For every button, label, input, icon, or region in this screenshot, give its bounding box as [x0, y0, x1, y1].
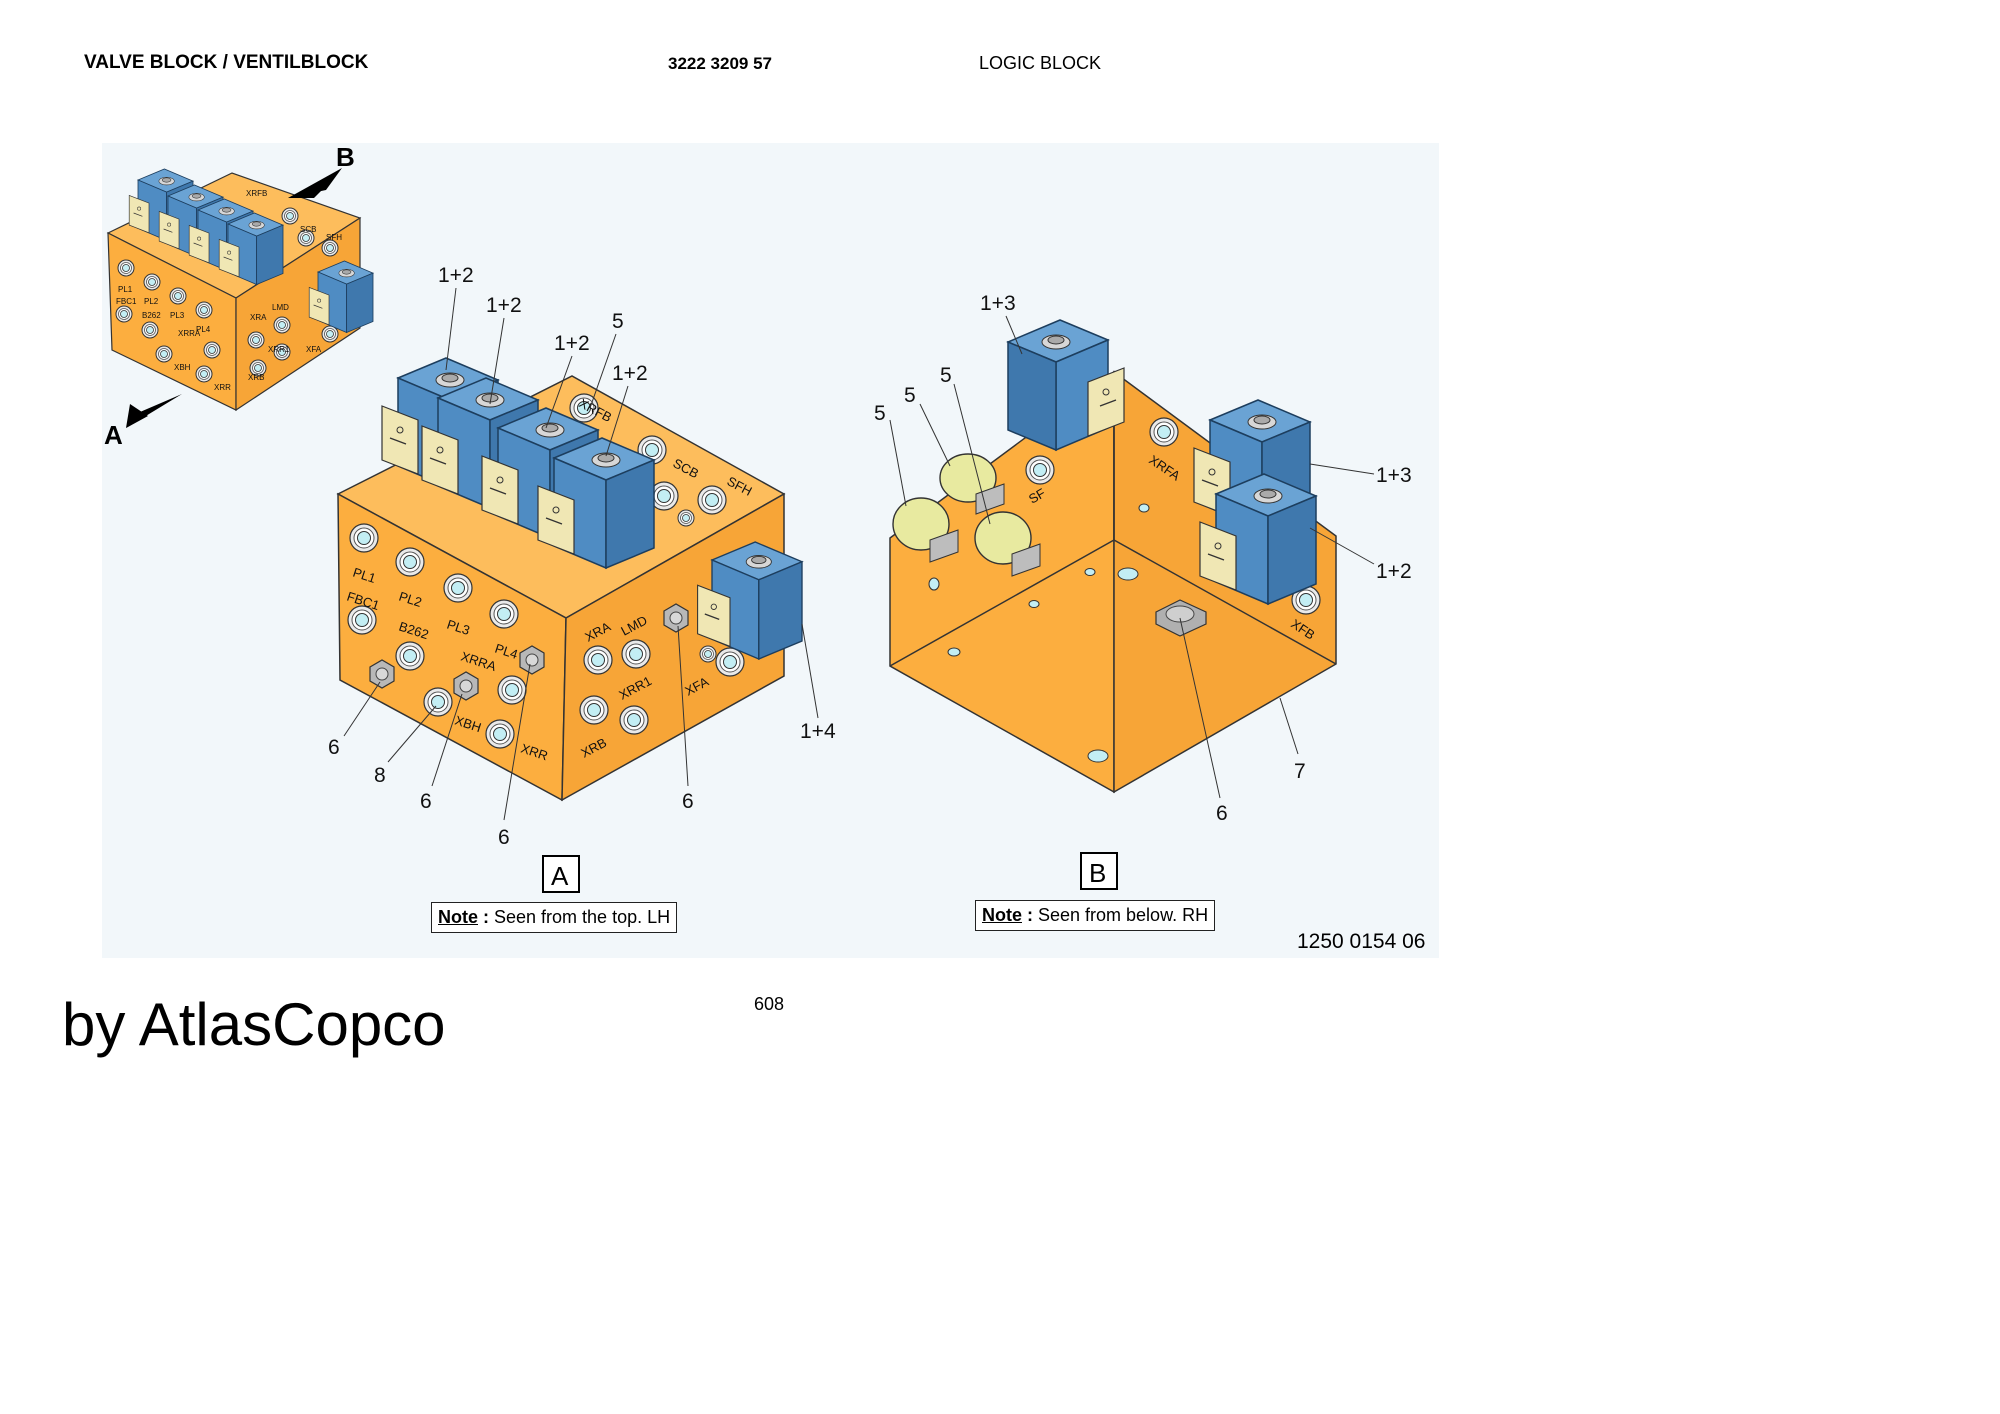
view-b-leaders: [889, 315, 1375, 799]
header-subtitle: LOGIC BLOCK: [979, 53, 1102, 73]
plug-icon: [974, 511, 1041, 577]
view-a-letter-box: [542, 855, 580, 893]
svg-text:5: 5: [904, 384, 916, 407]
view-b-note: Note : Seen from below. RH: [975, 900, 1216, 931]
svg-text:6: 6: [328, 736, 340, 759]
svg-text:SFH: SFH: [326, 233, 342, 242]
brand-text: by AtlasCopco: [62, 991, 446, 1058]
svg-text:5: 5: [940, 364, 952, 387]
svg-text:PL2: PL2: [397, 589, 424, 610]
svg-text:5: 5: [612, 310, 624, 333]
svg-text:PL1: PL1: [351, 565, 378, 586]
view-b-block: [889, 370, 1337, 794]
view-a-note-label: Note: [438, 907, 478, 927]
svg-text:1+2: 1+2: [554, 332, 590, 355]
arrow-b-icon: [288, 168, 342, 198]
svg-text:LMD: LMD: [272, 303, 289, 312]
svg-text:XRFB: XRFB: [246, 189, 267, 198]
header-part-number: 3222 3209 57: [668, 54, 772, 73]
svg-text:SF: SF: [1026, 485, 1048, 506]
svg-text:6: 6: [682, 790, 694, 813]
svg-text:B262: B262: [142, 311, 161, 320]
svg-text:6: 6: [498, 826, 510, 849]
view-b-letter: B: [1089, 858, 1106, 888]
svg-text:6: 6: [420, 790, 432, 813]
view-a-callouts: 1+2 1+2 1+2 1+2 5 1+4 6 8 6 6 6: [328, 264, 836, 849]
svg-text:XBH: XBH: [174, 363, 191, 372]
svg-text:PL1: PL1: [118, 285, 133, 294]
svg-text:XRR1: XRR1: [268, 345, 290, 354]
svg-text:PL4: PL4: [196, 325, 211, 334]
svg-text:1+3: 1+3: [980, 292, 1016, 315]
plug-icon: [939, 453, 1005, 515]
svg-text:XRR: XRR: [214, 383, 231, 392]
svg-text:6: 6: [1216, 802, 1228, 825]
svg-text:1+2: 1+2: [1376, 560, 1412, 583]
svg-text:1+2: 1+2: [612, 362, 648, 385]
svg-text:PL2: PL2: [144, 297, 159, 306]
arrow-a-icon: [126, 394, 182, 428]
svg-text:PL4: PL4: [493, 641, 520, 662]
svg-text:1+4: 1+4: [800, 720, 836, 743]
arrow-a-label: A: [104, 420, 123, 450]
svg-text:PL3: PL3: [170, 311, 185, 320]
page-number: 608: [754, 994, 785, 1014]
svg-text:FBC1: FBC1: [116, 297, 137, 306]
svg-text:PL3: PL3: [445, 617, 472, 638]
svg-text:XRA: XRA: [250, 313, 267, 322]
svg-text:XFA: XFA: [306, 345, 322, 354]
svg-text:XRRA: XRRA: [178, 329, 201, 338]
drawing-number: 1250 0154 06: [1297, 930, 1426, 953]
svg-text:SCB: SCB: [300, 225, 316, 234]
svg-text:8: 8: [374, 764, 386, 787]
view-a-note: Note : Seen from the top. LH: [431, 902, 678, 933]
plug-icon: [892, 497, 959, 563]
view-a-letter: A: [551, 861, 569, 891]
svg-text:1+2: 1+2: [438, 264, 474, 287]
header-title: VALVE BLOCK / VENTILBLOCK: [84, 52, 369, 73]
arrow-b-label: B: [336, 142, 355, 172]
view-a-note-text: Seen from the top. LH: [494, 907, 671, 927]
svg-text:1+3: 1+3: [1376, 464, 1412, 487]
view-a-leaders: [343, 287, 819, 821]
svg-text:XRB: XRB: [248, 373, 264, 382]
view-b-note-label: Note: [982, 905, 1022, 925]
view-b-letter-box: [1080, 852, 1118, 890]
view-b-note-text: Seen from below. RH: [1038, 905, 1209, 925]
svg-text:5: 5: [874, 402, 886, 425]
view-b-callouts: 1+3 5 5 5 1+3 1+2 7 6: [874, 292, 1412, 825]
svg-text:7: 7: [1294, 760, 1306, 783]
svg-text:1+2: 1+2: [486, 294, 522, 317]
